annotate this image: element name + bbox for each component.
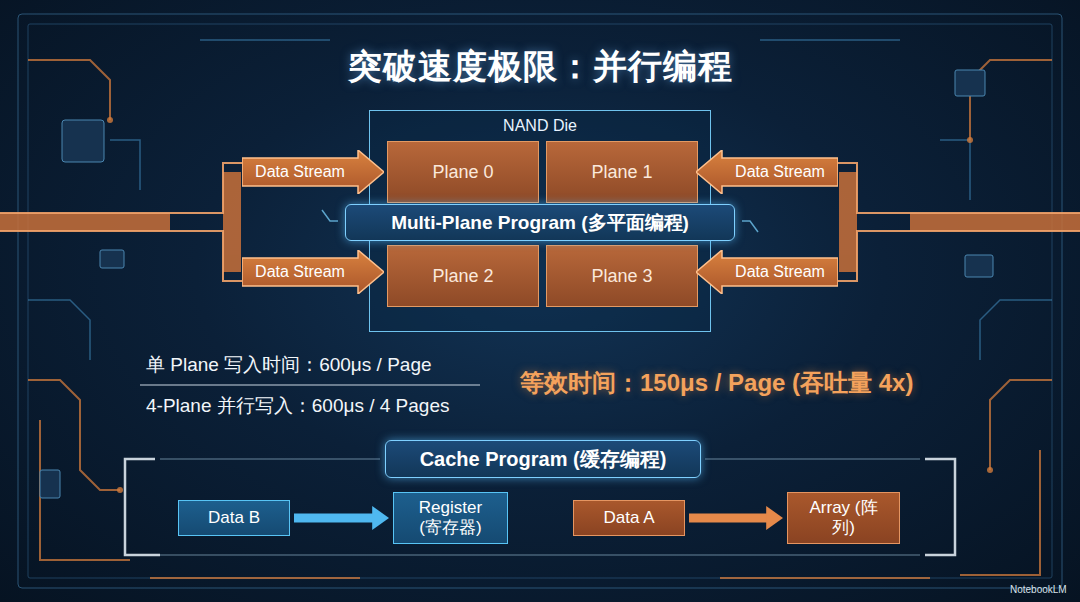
flow-arrow bbox=[689, 506, 783, 530]
stream-arrow: Data Stream bbox=[242, 250, 384, 294]
node-label: Cache Program (缓存编程) bbox=[420, 446, 667, 473]
data-box: Data B bbox=[178, 500, 290, 536]
plane-box: Plane 3 bbox=[546, 245, 698, 307]
node-label: Data Stream bbox=[735, 163, 825, 181]
data-box: Data A bbox=[573, 500, 685, 536]
plane-box: Plane 0 bbox=[387, 141, 539, 203]
node-label: Plane 2 bbox=[432, 266, 493, 287]
node-label: Plane 0 bbox=[432, 162, 493, 183]
node-label: Data Stream bbox=[255, 263, 345, 281]
node-label: Plane 3 bbox=[591, 266, 652, 287]
node-label: Plane 1 bbox=[591, 162, 652, 183]
banner-box: Cache Program (缓存编程) bbox=[385, 440, 701, 478]
stream-arrow: Data Stream bbox=[696, 150, 838, 194]
result-note: 等效时间：150μs / Page (吞吐量 4x) bbox=[520, 367, 913, 399]
stream-arrow: Data Stream bbox=[242, 150, 384, 194]
register-box: Register (寄存器) bbox=[393, 492, 508, 544]
watermark: NotebookLM bbox=[1010, 584, 1067, 595]
banner-box: Multi-Plane Program (多平面编程) bbox=[345, 204, 735, 241]
node-label: Data A bbox=[603, 508, 654, 528]
array-box: Array (阵列) bbox=[787, 492, 900, 544]
node-label: Multi-Plane Program (多平面编程) bbox=[391, 210, 689, 236]
node-label: Register (寄存器) bbox=[409, 498, 493, 539]
slide-title: 突破速度极限：并行编程 bbox=[0, 44, 1080, 90]
node-label: Data Stream bbox=[735, 263, 825, 281]
node-label: Array (阵列) bbox=[809, 498, 879, 539]
node-label: Data B bbox=[208, 508, 260, 528]
node-label: NAND Die bbox=[503, 117, 577, 135]
timing-note: 4-Plane 并行写入：600μs / 4 Pages bbox=[146, 393, 449, 419]
timing-note: 单 Plane 写入时间：600μs / Page bbox=[146, 352, 432, 378]
plane-box: Plane 1 bbox=[546, 141, 698, 203]
plane-box: Plane 2 bbox=[387, 245, 539, 307]
stream-arrow: Data Stream bbox=[696, 250, 838, 294]
flow-arrow bbox=[294, 506, 389, 530]
node-label: Data Stream bbox=[255, 163, 345, 181]
